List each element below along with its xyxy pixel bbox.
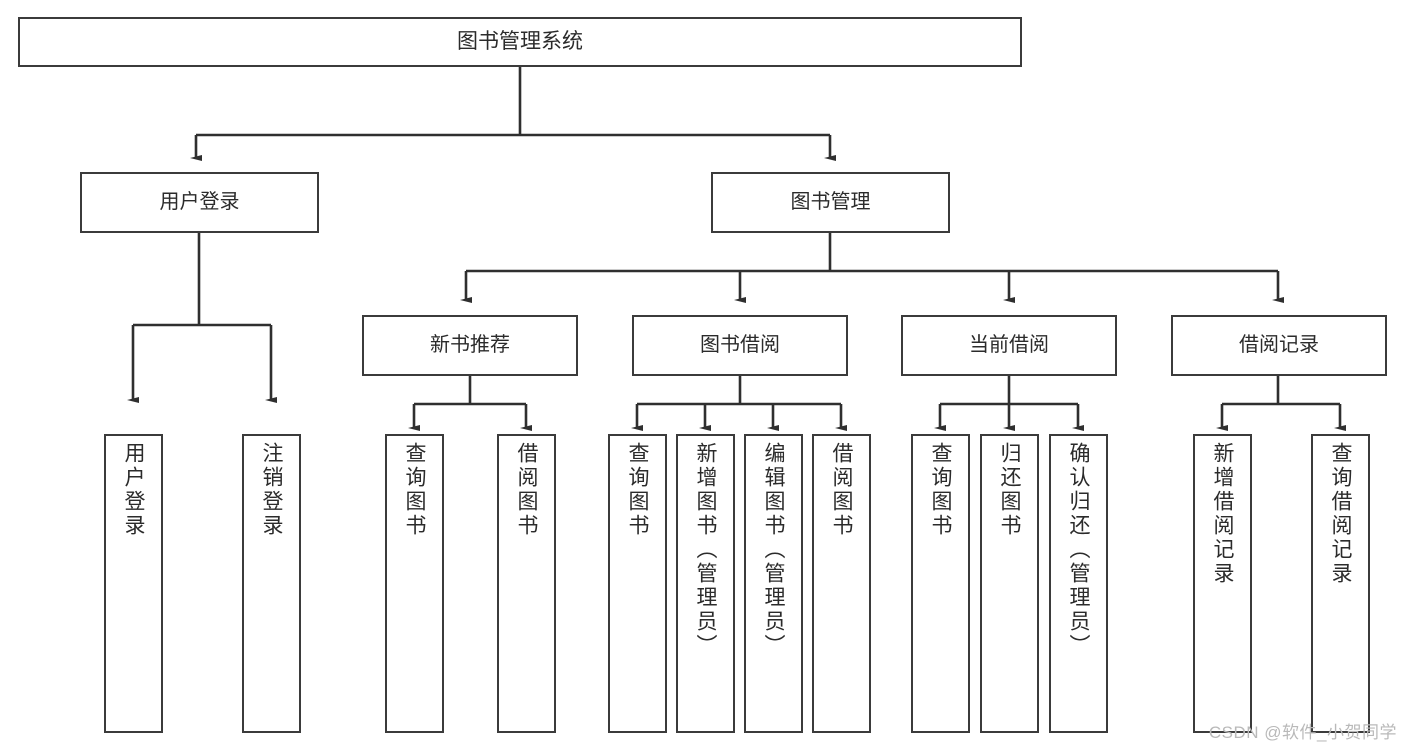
node-root[interactable]: 图书管理系统 [18, 17, 1022, 67]
node-user-login[interactable]: 用户登录 [80, 172, 319, 233]
node-current-borrow-label: 当前借阅 [969, 334, 1049, 357]
leaf-label: 新增借阅记录 [1211, 442, 1234, 586]
leaf-borrow-record-add[interactable]: 新增借阅记录 [1193, 434, 1252, 733]
leaf-label: 新增图书（管理员） [694, 442, 717, 658]
leaf-label: 查询图书 [626, 442, 649, 538]
watermark: CSDN @软件_小贺同学 [1208, 723, 1397, 742]
leaf-label: 查询图书 [403, 442, 426, 538]
leaf-label: 归还图书 [998, 442, 1021, 538]
leaf-label: 用户登录 [122, 442, 145, 538]
node-root-label: 图书管理系统 [457, 30, 583, 54]
leaf-label: 借阅图书 [515, 442, 538, 538]
leaf-book-borrow-add[interactable]: 新增图书（管理员） [676, 434, 735, 733]
leaf-label: 确认归还（管理员） [1067, 442, 1090, 658]
leaf-user-login-signin[interactable]: 用户登录 [104, 434, 163, 733]
leaf-book-borrow-edit[interactable]: 编辑图书（管理员） [744, 434, 803, 733]
node-book-borrow[interactable]: 图书借阅 [632, 315, 848, 376]
node-user-login-label: 用户登录 [159, 191, 240, 214]
leaf-borrow-record-query[interactable]: 查询借阅记录 [1311, 434, 1370, 733]
leaf-label: 查询借阅记录 [1329, 442, 1352, 586]
node-book-management-label: 图书管理 [790, 191, 871, 214]
leaf-label: 查询图书 [929, 442, 952, 538]
leaf-current-borrow-query[interactable]: 查询图书 [911, 434, 970, 733]
node-current-borrow[interactable]: 当前借阅 [901, 315, 1117, 376]
leaf-label: 注销登录 [260, 442, 283, 538]
leaf-book-borrow-query[interactable]: 查询图书 [608, 434, 667, 733]
node-new-book-recommend-label: 新书推荐 [430, 334, 510, 357]
leaf-label: 借阅图书 [830, 442, 853, 538]
node-book-borrow-label: 图书借阅 [700, 334, 780, 357]
leaf-book-borrow-lend[interactable]: 借阅图书 [812, 434, 871, 733]
leaf-new-book-query[interactable]: 查询图书 [385, 434, 444, 733]
node-book-management[interactable]: 图书管理 [711, 172, 950, 233]
leaf-current-borrow-confirm-return[interactable]: 确认归还（管理员） [1049, 434, 1108, 733]
node-borrow-record[interactable]: 借阅记录 [1171, 315, 1387, 376]
leaf-new-book-borrow[interactable]: 借阅图书 [497, 434, 556, 733]
leaf-label: 编辑图书（管理员） [762, 442, 785, 658]
node-new-book-recommend[interactable]: 新书推荐 [362, 315, 578, 376]
node-borrow-record-label: 借阅记录 [1239, 334, 1319, 357]
leaf-current-borrow-return[interactable]: 归还图书 [980, 434, 1039, 733]
leaf-user-login-signout[interactable]: 注销登录 [242, 434, 301, 733]
